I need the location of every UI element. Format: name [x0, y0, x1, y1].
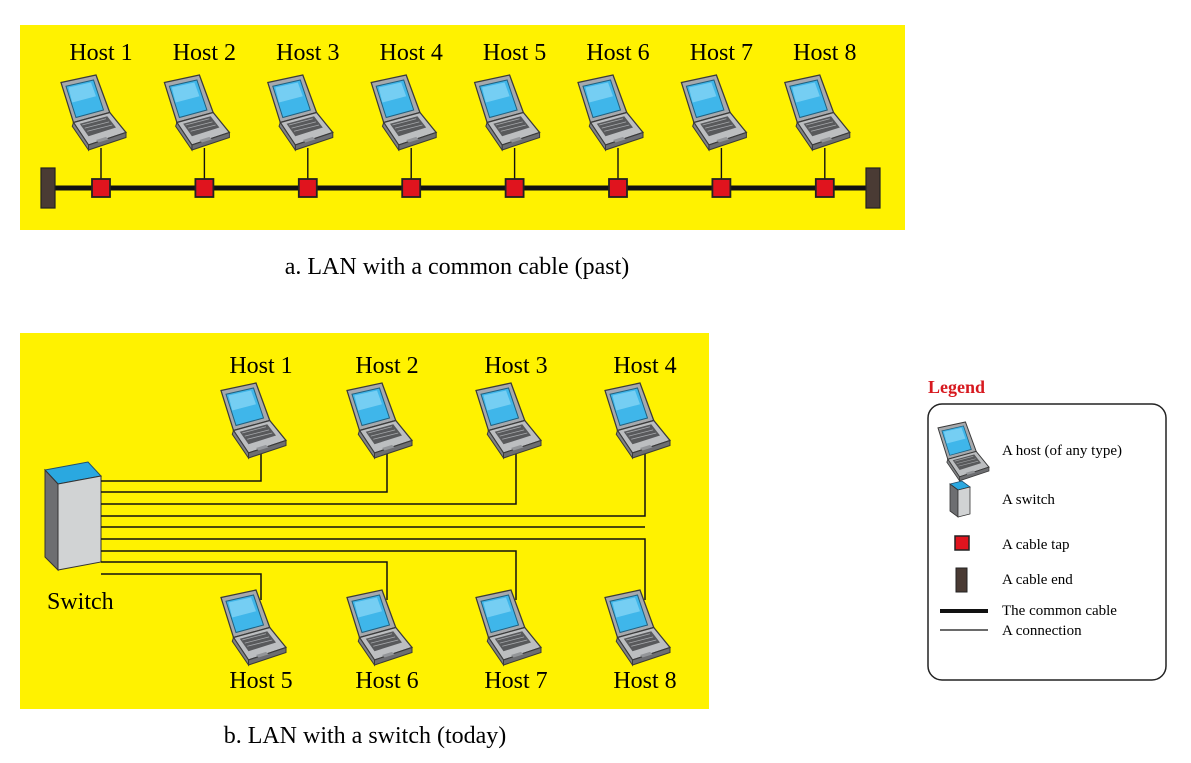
switch-label: Switch — [47, 589, 114, 615]
host-label: Host 6 — [355, 668, 418, 694]
host-label: Host 1 — [229, 353, 292, 379]
host-label: Host 5 — [229, 668, 292, 694]
cable-tap — [91, 178, 111, 198]
cable-tap — [401, 178, 422, 198]
cable-tap — [297, 178, 318, 198]
cable-end-left — [40, 167, 56, 209]
host-label: Host 6 — [586, 40, 649, 66]
legend-common-cable-label: The common cable — [1002, 603, 1117, 619]
panel-a-background — [20, 25, 905, 230]
host-label: Host 1 — [69, 40, 132, 66]
connection-line — [101, 573, 262, 600]
cable-tap — [504, 178, 525, 198]
cable-end-right — [865, 167, 881, 209]
cable-tap — [194, 178, 215, 198]
connection-line — [101, 450, 262, 482]
connection-line — [101, 450, 388, 493]
host-label: Host 4 — [613, 353, 676, 379]
connection-line — [101, 550, 517, 600]
cable-tap — [711, 178, 732, 198]
legend-cable-end-icon — [955, 567, 968, 593]
switch-icon — [44, 461, 102, 572]
host-label: Host 7 — [690, 40, 753, 66]
connection-line — [101, 450, 646, 517]
host-label: Host 3 — [276, 40, 339, 66]
legend-connection-label: A connection — [1002, 623, 1082, 639]
legend-switch-label: A switch — [1002, 492, 1055, 508]
host-label: Host 8 — [613, 668, 676, 694]
panel-b-caption: b. LAN with a switch (today) — [224, 723, 507, 749]
host-label: Host 3 — [484, 353, 547, 379]
host-label: Host 5 — [483, 40, 546, 66]
legend-switch-icon — [949, 480, 971, 518]
host-label: Host 2 — [173, 40, 236, 66]
connection-line — [101, 450, 517, 505]
legend-tap-icon — [954, 535, 970, 551]
cable-tap — [608, 178, 628, 198]
legend-cable-end-label: A cable end — [1002, 572, 1073, 588]
cable-tap — [814, 178, 835, 198]
legend-tap-label: A cable tap — [1002, 537, 1069, 553]
connection-line — [101, 561, 388, 600]
panel-a-hosts: Host 1 Host 2 Host 3 Host 4 Host 5 Host 6 Host… — [40, 40, 881, 209]
host-label: Host 2 — [355, 353, 418, 379]
panel-a-caption: a. LAN with a common cable (past) — [285, 254, 630, 280]
host-label: Host 8 — [793, 40, 856, 66]
connection-line — [101, 538, 646, 600]
legend-title: Legend — [928, 377, 985, 397]
panel-b-network: Host 1 Host 2 Host 3 Host 4 Host 5 Host 6 Host… — [101, 353, 677, 694]
host-label: Host 4 — [380, 40, 443, 66]
legend-host-label: A host (of any type) — [1002, 443, 1122, 459]
host-label: Host 7 — [484, 668, 547, 694]
